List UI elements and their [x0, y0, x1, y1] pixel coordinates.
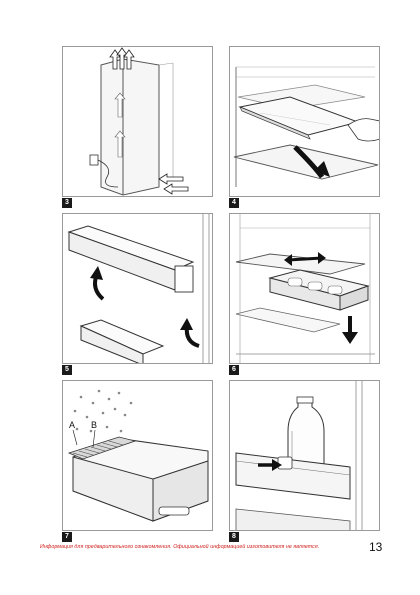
- figure-8-panel: [229, 380, 380, 531]
- figure-7-panel: A B: [62, 380, 213, 531]
- figure-3-panel: [62, 46, 213, 197]
- figure-4-number: 4: [229, 198, 239, 208]
- bottle-holder-icon: [235, 381, 363, 530]
- figure-5-number: 5: [62, 365, 72, 375]
- figure-5-panel: [62, 213, 213, 364]
- fridge-airflow-icon: [89, 47, 189, 196]
- crisper-drawer-humidity-icon: A B: [67, 389, 209, 522]
- figure-7-number: 7: [62, 532, 72, 542]
- figure-3-number: 3: [62, 198, 72, 208]
- figure-8-number: 8: [229, 532, 239, 542]
- label-a: A: [69, 420, 75, 430]
- door-rack-removal-icon: [67, 214, 210, 363]
- label-b: B: [91, 420, 97, 430]
- glass-shelf-removal-icon: [233, 66, 379, 187]
- sliding-tray-removal-icon: [235, 214, 375, 363]
- preliminary-info-disclaimer: Информация для предварительного ознакомл…: [40, 544, 320, 550]
- figure-6-number: 6: [229, 365, 239, 375]
- figure-4-panel: [229, 46, 380, 197]
- page-number: 13: [369, 540, 383, 554]
- figure-6-panel: [229, 213, 380, 364]
